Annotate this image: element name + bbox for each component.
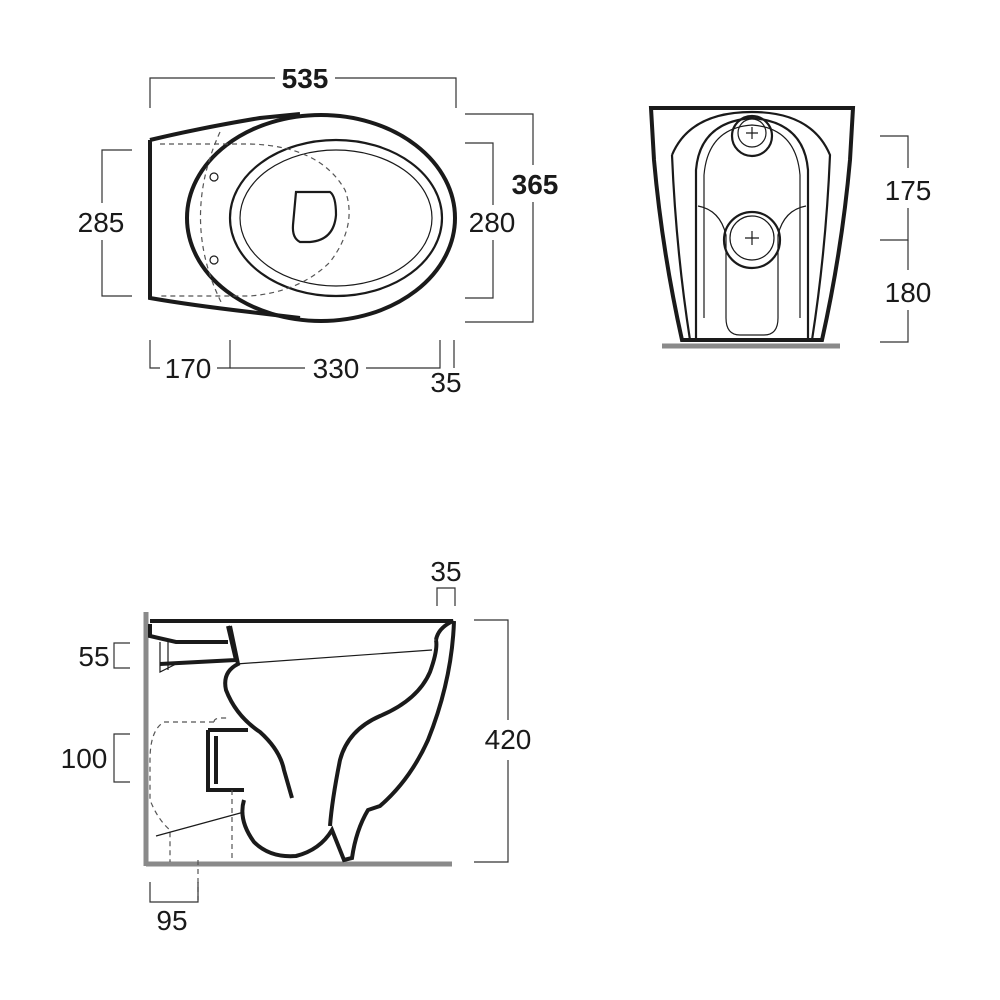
- front-view-lower-pipe-cross: [745, 231, 759, 245]
- dim-inlet-height: 55: [78, 641, 109, 672]
- side-view: 35 420 55 100 95: [61, 556, 532, 936]
- top-view-outer-rim: [185, 113, 457, 323]
- dim-rim-offset: 35: [430, 556, 461, 587]
- side-view-outlet-line: [155, 811, 245, 837]
- front-view-lower-pipe-inner: [729, 215, 775, 261]
- dim-front-offset: 35: [430, 367, 461, 398]
- side-view-bowl-outer: [223, 620, 456, 863]
- dim-overall-depth-line: [465, 113, 534, 323]
- front-view-upper-pipe-outer: [730, 114, 774, 158]
- top-view-seat-outline: [228, 138, 444, 298]
- dim-overall-length: 535: [282, 63, 329, 94]
- front-view-upper-pipe-inner: [737, 118, 767, 148]
- dim-lower-height-line: [880, 240, 909, 343]
- dim-lower-height: 180: [885, 277, 932, 308]
- dim-outlet-height-line: [113, 733, 130, 783]
- top-view-bowl-outline: [239, 149, 433, 287]
- top-view-fixing-hole-lower: [209, 255, 219, 265]
- dim-outlet-depth: 95: [156, 905, 187, 936]
- side-view-trap: [328, 639, 439, 827]
- side-view-inlet: [148, 624, 239, 666]
- top-view-water-opening: [291, 190, 338, 244]
- front-view-inner-body-left: [670, 154, 692, 341]
- dim-rear-width: 285: [78, 207, 125, 238]
- dim-rear-width-line: [101, 149, 132, 297]
- front-view-cavity: [694, 116, 810, 338]
- front-view-lower-pipe-outer: [722, 210, 782, 270]
- dim-outlet-depth-line: [149, 882, 199, 903]
- side-view-hidden-pipe: [149, 717, 233, 900]
- top-view-hidden-arc: [199, 131, 223, 305]
- dim-seat-width: 280: [469, 207, 516, 238]
- dim-rim-offset-line: [436, 587, 456, 606]
- dim-fixing-to-front-line: [230, 340, 441, 369]
- side-view-outlet: [206, 728, 248, 792]
- top-view-fixing-hole-upper: [209, 172, 219, 182]
- side-view-inlet-thin: [159, 642, 177, 673]
- dim-overall-depth: 365: [512, 169, 559, 200]
- dim-outlet-height: 100: [61, 743, 108, 774]
- top-view-rear-body: [148, 112, 301, 320]
- dim-overall-length-line: [149, 77, 457, 108]
- dim-inlet-height-line: [113, 642, 130, 669]
- dim-seat-width-line: [465, 142, 494, 299]
- front-view-inner-body: [670, 110, 832, 341]
- front-view: 175 180: [648, 106, 932, 349]
- front-view-upper-pipe-cross: [746, 127, 758, 139]
- dim-upper-height: 175: [885, 175, 932, 206]
- dim-rear-to-fixing: 170: [165, 353, 212, 384]
- side-view-flush-line: [235, 649, 433, 665]
- dim-overall-height-line: [474, 619, 509, 863]
- side-view-top-rim: [150, 619, 454, 641]
- top-view-hidden-bowl: [160, 143, 350, 297]
- dim-fixing-to-front: 330: [313, 353, 360, 384]
- front-view-cavity-inner: [703, 124, 801, 318]
- top-view: 535 285 280 365 170 330 35: [78, 63, 559, 398]
- dim-overall-height: 420: [485, 724, 532, 755]
- front-view-neck: [697, 205, 807, 336]
- front-view-outer-body: [648, 106, 856, 342]
